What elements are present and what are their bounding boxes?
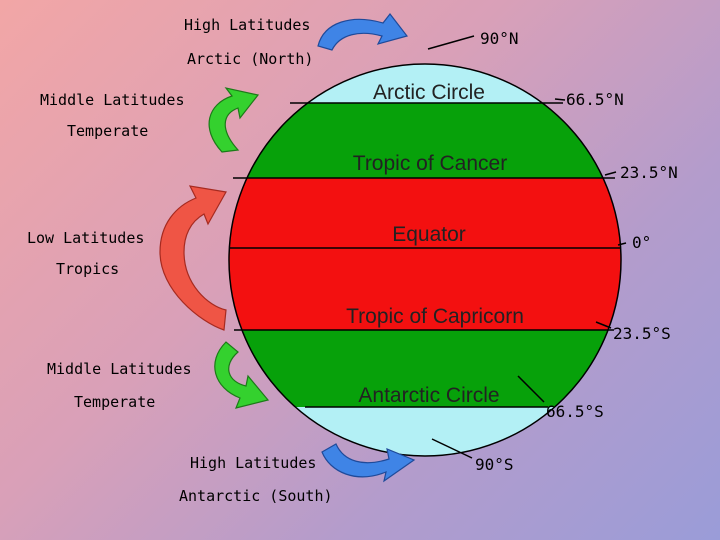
pointer-66S — [517, 375, 545, 403]
pointer-90S — [431, 438, 473, 459]
high-latitudes-north-label: High Latitudes — [184, 16, 311, 34]
latitude-lines — [229, 102, 621, 408]
temperate-north-label: Temperate — [67, 122, 149, 140]
curved-arrow-icon — [208, 87, 260, 153]
temperate-south-label: Temperate — [74, 393, 156, 411]
degree-23-5N: 23.5°N — [620, 163, 678, 182]
arctic-north-label: Arctic (North) — [187, 50, 314, 68]
pointer-23S — [595, 321, 612, 329]
pointer-66N — [554, 98, 566, 101]
south-temperate-zone — [229, 330, 621, 407]
degree-23-5S: 23.5°S — [613, 324, 671, 343]
tropics-label: Tropics — [56, 260, 120, 278]
tropic-of-cancer-label: Tropic of Cancer — [353, 152, 507, 175]
curved-arrow-icon — [159, 185, 227, 331]
north-temperate-zone — [229, 103, 621, 178]
low-latitudes-label: Low Latitudes — [27, 229, 145, 247]
curved-arrow-icon — [317, 13, 409, 51]
middle-latitudes-south-label: Middle Latitudes — [47, 360, 192, 378]
tropic-of-capricorn-label: Tropic of Capricorn — [346, 305, 524, 328]
globe-outline — [228, 63, 622, 457]
equator-label: Equator — [392, 223, 466, 246]
degree-90N: 90°N — [480, 29, 519, 48]
arctic-circle-label: Arctic Circle — [373, 81, 485, 104]
degree-66-5N: 66.5°N — [566, 90, 624, 109]
degree-0: 0° — [632, 233, 652, 252]
pointer-23N — [604, 171, 617, 176]
tropical-zone — [229, 178, 621, 330]
antarctic-south-label: Antarctic (South) — [179, 487, 333, 505]
degree-pointers — [427, 35, 627, 459]
curved-arrow-icon — [214, 341, 270, 409]
middle-latitudes-north-label: Middle Latitudes — [40, 91, 185, 109]
antarctic-circle-label: Antarctic Circle — [358, 384, 499, 407]
high-latitudes-south-label: High Latitudes — [190, 454, 317, 472]
pointer-90N — [427, 35, 475, 50]
degree-66-5S: 66.5°S — [546, 402, 604, 421]
curved-arrow-icon — [321, 443, 416, 483]
degree-90S: 90°S — [475, 455, 514, 474]
pointer-0 — [617, 242, 627, 246]
